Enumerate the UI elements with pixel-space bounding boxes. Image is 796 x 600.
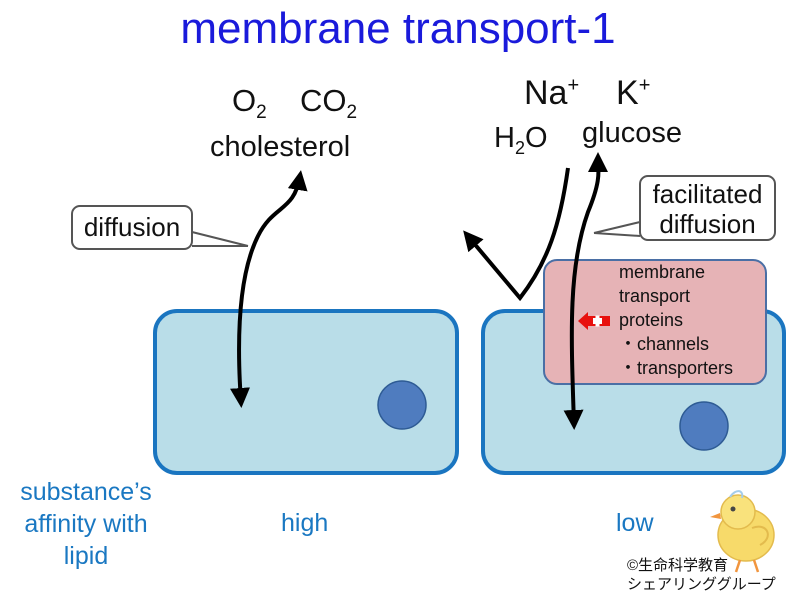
proteins-item-channels: ・channels <box>619 334 710 354</box>
facilitated-diffusion-callout: facilitated diffusion <box>639 175 776 241</box>
proteins-box-text: membrane transport proteins ・channels ・t… <box>619 260 733 380</box>
co2-label: CO2 <box>300 83 358 124</box>
diffusion-callout: diffusion <box>71 205 193 250</box>
glucose-label: glucose <box>582 117 682 149</box>
high-affinity-label: high <box>281 509 329 537</box>
right-cell-nucleus <box>679 401 729 451</box>
o2-label: O2 <box>232 83 267 124</box>
k-ion-label: K+ <box>616 74 651 112</box>
proteins-line1: membrane <box>619 262 706 282</box>
page-title: membrane transport-1 <box>180 4 616 53</box>
credit-line2: シェアリンググループ <box>627 576 776 593</box>
affinity-line2: affinity with <box>24 510 148 538</box>
low-affinity-label: low <box>616 509 654 537</box>
cholesterol-label: cholesterol <box>210 131 351 163</box>
affinity-line1: substance’s <box>20 478 152 506</box>
diffusion-arrow <box>230 170 308 408</box>
affinity-line3: lipid <box>63 542 109 570</box>
na-ion-label: Na+ <box>524 74 580 112</box>
facilitated-callout-line1: facilitated <box>652 179 763 209</box>
water-label: H2O <box>494 122 548 158</box>
left-cell-nucleus <box>377 380 427 430</box>
diffusion-callout-pointer <box>191 231 249 247</box>
credit-line1: ©生命科学教育 <box>627 557 729 574</box>
proteins-line3: proteins <box>619 310 684 330</box>
affinity-label: substance’s affinity with lipid <box>6 476 166 572</box>
copyright-credit: ©生命科学教育 シェアリンググループ <box>627 556 776 594</box>
chick-mascot-icon <box>710 490 775 573</box>
diffusion-callout-text: diffusion <box>83 212 181 242</box>
facilitated-diffusion-arrow <box>563 152 609 430</box>
proteins-item-transporters: ・transporters <box>619 358 734 378</box>
facilitated-callout-line2: diffusion <box>659 209 756 239</box>
proteins-line2: transport <box>619 286 691 306</box>
red-plus-marker-icon <box>578 312 610 330</box>
